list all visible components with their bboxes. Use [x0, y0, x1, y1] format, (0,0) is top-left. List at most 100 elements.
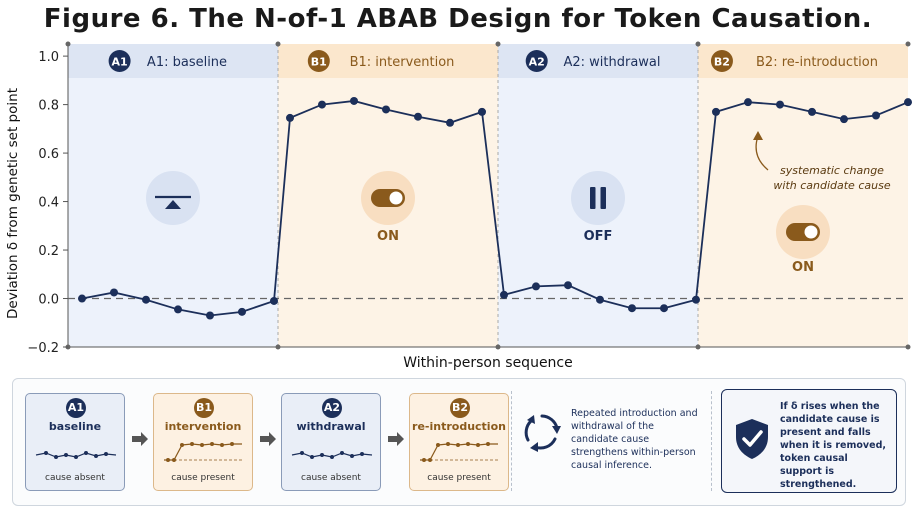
- phase-badge-a1: [108, 50, 131, 72]
- toggle-on-icon: [361, 171, 415, 225]
- legend-card-a1: A1 baseline cause absent: [25, 393, 125, 491]
- data-point: [318, 100, 326, 109]
- legend-sub-b2: cause present: [427, 473, 491, 483]
- y-tick-label: 0.8: [38, 99, 59, 114]
- data-point: [478, 107, 486, 116]
- phase-badge-text-b1: B1: [311, 56, 327, 69]
- pause-bar: [590, 187, 596, 209]
- legend-title-a1: baseline: [48, 420, 102, 433]
- data-point: [840, 115, 848, 124]
- data-point: [628, 304, 636, 313]
- data-point: [286, 113, 294, 122]
- legend-title-b1: intervention: [164, 420, 242, 433]
- phase-label-a2: A2: withdrawal: [563, 55, 660, 70]
- data-point: [692, 295, 700, 304]
- data-point: [712, 107, 720, 116]
- data-point: [110, 288, 118, 297]
- legend-badge-b1: B1: [194, 398, 214, 418]
- toggle-knob: [804, 225, 818, 239]
- pause-icon: [571, 171, 625, 225]
- cycle-arrows-icon: [524, 414, 561, 452]
- legend-badge-a2: A2: [322, 398, 342, 418]
- phase-boundary-dot: [495, 344, 501, 350]
- data-point: [532, 282, 540, 291]
- phase-label-b1: B1: intervention: [350, 55, 455, 70]
- phase-band-b2: [698, 44, 908, 347]
- legend-sub-a1: cause absent: [45, 473, 105, 483]
- legend-badge-b2: B2: [450, 398, 470, 418]
- sparkline-step-icon: [164, 442, 244, 462]
- phase-boundary-dot: [495, 41, 501, 47]
- conclusion-callout: If δ rises when the candidate cause is p…: [721, 389, 897, 493]
- phase-badge-text-b2: B2: [714, 56, 730, 69]
- legend-divider: [511, 391, 512, 491]
- toggle-on-icon: [776, 205, 830, 259]
- data-point: [564, 281, 572, 290]
- figure-title: Figure 6. The N-of-1 ABAB Design for Tok…: [43, 4, 873, 34]
- icon-bg: [571, 171, 625, 225]
- data-point: [206, 311, 214, 320]
- y-tick-label: −0.2: [27, 341, 59, 356]
- data-point: [238, 307, 246, 316]
- phase-status-b2: ON: [792, 260, 814, 275]
- y-tick-label: 0.2: [38, 244, 59, 259]
- y-axis-label: Deviation δ from genetic set point: [5, 88, 21, 319]
- balance-fulcrum: [165, 200, 181, 209]
- data-point: [350, 96, 358, 105]
- data-point: [270, 296, 278, 305]
- phase-boundary-dot: [695, 344, 701, 350]
- phase-badge-text-a2: A2: [529, 56, 545, 69]
- data-point: [142, 295, 150, 304]
- phase-badge-b1: [307, 50, 330, 72]
- legend-card-b2: B2 re-introduction cause present: [409, 393, 509, 491]
- arrow-right-icon: [260, 432, 276, 446]
- y-tick-label: 0.0: [38, 293, 59, 308]
- y-tick-label: 0.6: [38, 147, 59, 162]
- data-point: [744, 98, 752, 107]
- data-point: [904, 98, 912, 107]
- phase-status-a2: OFF: [584, 229, 613, 244]
- phase-label-b2: B2: re-introduction: [756, 55, 878, 70]
- sparkline-flat-icon: [35, 451, 117, 459]
- phase-boundary-dot: [275, 41, 281, 47]
- phase-boundary-dot: [905, 41, 911, 47]
- legend-sub-a2: cause absent: [301, 473, 361, 483]
- series-line: [81, 100, 909, 317]
- phase-boundary-dot: [905, 344, 911, 350]
- phase-badge-b2: [710, 50, 733, 72]
- sparkline-flat-icon: [291, 451, 373, 459]
- data-point: [872, 111, 880, 120]
- phase-badge-text-a1: A1: [112, 56, 128, 69]
- data-point: [78, 294, 86, 303]
- legend-badge-a1: A1: [66, 398, 86, 418]
- arrow-right-icon: [132, 432, 148, 446]
- data-point: [660, 304, 668, 313]
- x-axis-label: Within-person sequence: [403, 355, 573, 371]
- annotation-line-1: systematic change: [780, 164, 884, 177]
- annotation-line-2: with candidate cause: [773, 179, 890, 192]
- data-point: [446, 118, 454, 127]
- legend-sub-b1: cause present: [171, 473, 235, 483]
- phase-status-b1: ON: [377, 229, 399, 244]
- phase-header-a1: [68, 44, 278, 78]
- legend-title-a2: withdrawal: [296, 420, 366, 433]
- annotation-arrowhead: [753, 131, 763, 140]
- shield-check-icon: [736, 419, 768, 459]
- phase-boundary-dot: [695, 41, 701, 47]
- cycle-description: Repeated introduction and withdrawal of …: [571, 408, 698, 471]
- legend-title-b2: re-introduction: [412, 420, 506, 433]
- data-point: [174, 305, 182, 314]
- data-point: [776, 100, 784, 109]
- data-point: [808, 107, 816, 116]
- y-tick-label: 1.0: [38, 50, 59, 65]
- toggle-knob: [389, 191, 403, 205]
- arrow-right-icon: [388, 432, 404, 446]
- legend-panel: A1 baseline cause absent B1 intervention…: [12, 378, 906, 506]
- phase-badge-a2: [525, 50, 548, 72]
- phase-boundary-dot: [275, 344, 281, 350]
- data-point: [500, 290, 508, 299]
- phase-label-a1: A1: baseline: [147, 55, 227, 70]
- baseline-balance-icon: [146, 171, 200, 225]
- callout-text: If δ rises when the candidate cause is p…: [780, 401, 886, 490]
